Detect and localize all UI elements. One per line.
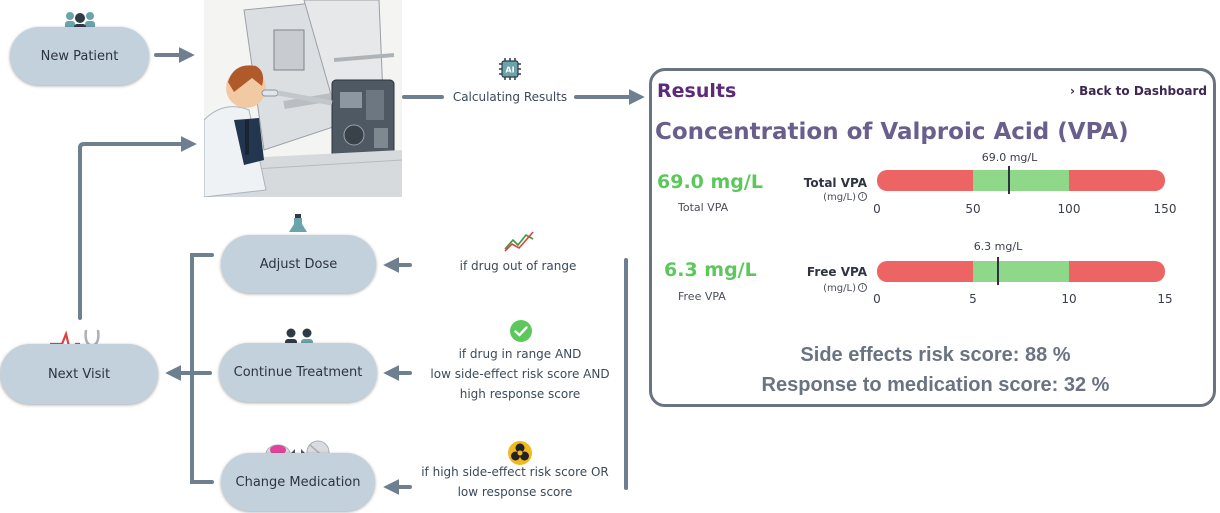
in-range-line: if drug in range AND bbox=[458, 347, 582, 361]
chevron-right-icon: › bbox=[1070, 84, 1080, 98]
total-vpa-low-segment bbox=[877, 170, 973, 191]
free-vpa-tick: 10 bbox=[1061, 292, 1077, 306]
free-vpa-caption: Free VPA bbox=[678, 290, 726, 303]
next-visit-node: Next Visit bbox=[0, 344, 158, 404]
free-vpa-marker bbox=[996, 257, 999, 285]
results-panel: Results › Back to Dashboard Concentratio… bbox=[649, 68, 1216, 407]
total-vpa-high-segment bbox=[1069, 170, 1165, 191]
free-vpa-marker-label: 6.3 mg/L bbox=[973, 240, 1023, 253]
free-vpa-tick: 5 bbox=[969, 292, 977, 306]
calculating-results-label: Calculating Results bbox=[452, 90, 568, 104]
info-icon[interactable]: i bbox=[858, 192, 867, 201]
continue-treatment-node: Continue Treatment bbox=[219, 343, 377, 402]
response-score: Response to medication score: 32 % bbox=[761, 374, 1110, 396]
trend-chart-icon bbox=[504, 229, 534, 253]
in-range-line: low side-effect risk score AND bbox=[430, 367, 610, 381]
high-risk-label: if high side-effect risk score OR low re… bbox=[400, 462, 630, 502]
total-vpa-caption: Total VPA bbox=[678, 201, 729, 214]
new-patient-node: New Patient bbox=[10, 27, 149, 85]
total-vpa-marker-label: 69.0 mg/L bbox=[981, 151, 1038, 164]
total-vpa-gauge-name: Total VPA bbox=[803, 176, 867, 190]
free-vpa-bar bbox=[877, 261, 1165, 282]
info-icon[interactable]: i bbox=[858, 283, 867, 292]
total-vpa-value: 69.0 mg/L bbox=[657, 171, 763, 193]
free-vpa-unit: (mg/L)i bbox=[792, 283, 867, 294]
total-vpa-bar bbox=[877, 170, 1165, 191]
check-circle-icon bbox=[509, 319, 533, 343]
total-vpa-tick: 100 bbox=[1057, 202, 1081, 216]
total-vpa-tick: 150 bbox=[1153, 202, 1177, 216]
change-medication-node: Change Medication bbox=[221, 453, 375, 511]
results-title: Results bbox=[657, 80, 737, 102]
free-vpa-gauge-name: Free VPA bbox=[806, 265, 867, 279]
ai-chip-text: AI bbox=[505, 66, 514, 75]
free-vpa-normal-segment bbox=[973, 261, 1069, 282]
out-of-range-label: if drug out of range bbox=[459, 259, 577, 273]
free-vpa-tick: 0 bbox=[873, 292, 881, 306]
side-effects-score: Side effects risk score: 88 % bbox=[800, 344, 1071, 366]
free-vpa-value: 6.3 mg/L bbox=[664, 259, 757, 281]
free-vpa-low-segment bbox=[877, 261, 973, 282]
back-to-dashboard-link[interactable]: › Back to Dashboard bbox=[1070, 84, 1207, 98]
total-vpa-normal-segment bbox=[973, 170, 1069, 191]
ai-chip-icon: AI bbox=[498, 57, 522, 81]
total-vpa-marker bbox=[1008, 166, 1011, 194]
high-risk-line: low response score bbox=[457, 485, 573, 499]
in-range-label: if drug in range AND low side-effect ris… bbox=[410, 344, 630, 404]
in-range-line: high response score bbox=[459, 387, 581, 401]
free-vpa-tick: 15 bbox=[1157, 292, 1173, 306]
total-vpa-tick: 0 bbox=[873, 202, 881, 216]
concentration-heading: Concentration of Valproic Acid (VPA) bbox=[655, 119, 1129, 145]
biohazard-warning-icon bbox=[506, 439, 534, 467]
total-vpa-tick: 50 bbox=[965, 202, 981, 216]
free-vpa-high-segment bbox=[1069, 261, 1165, 282]
lab-analyzer-illustration bbox=[204, 0, 402, 197]
total-vpa-unit: (mg/L)i bbox=[792, 192, 867, 203]
adjust-dose-node: Adjust Dose bbox=[221, 235, 376, 293]
high-risk-line: if high side-effect risk score OR bbox=[421, 465, 609, 479]
